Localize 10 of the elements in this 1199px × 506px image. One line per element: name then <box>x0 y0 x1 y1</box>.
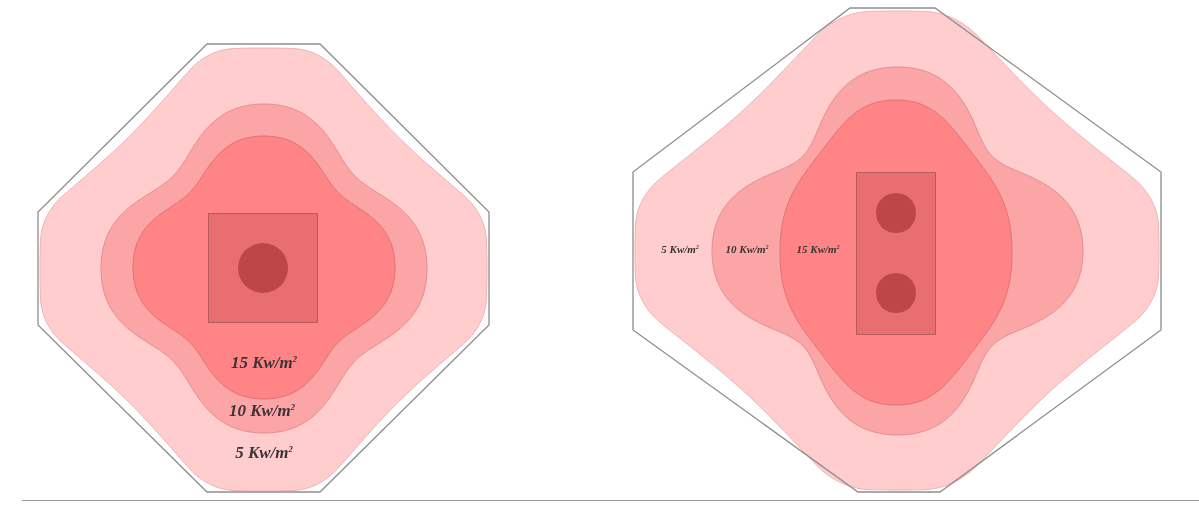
heat-flux-zone <box>133 136 395 399</box>
flux-label: 10 Kw/m$^{2}$ <box>228 401 296 419</box>
heat-flux-zone <box>101 104 427 433</box>
heat-flux-zone <box>712 67 1083 435</box>
heat-flux-zone <box>780 100 1012 405</box>
flux-label: 15 Kw/m$^{2}$ <box>230 353 298 371</box>
flux-label: 15 Kw/m$^{2}$ <box>796 243 840 255</box>
flux-label: 10 Kw/m$^{2}$ <box>725 243 769 255</box>
flux-label: 5 Kw/m$^{2}$ <box>661 243 699 255</box>
flux-label: 5 Kw/m$^{2}$ <box>235 443 293 461</box>
